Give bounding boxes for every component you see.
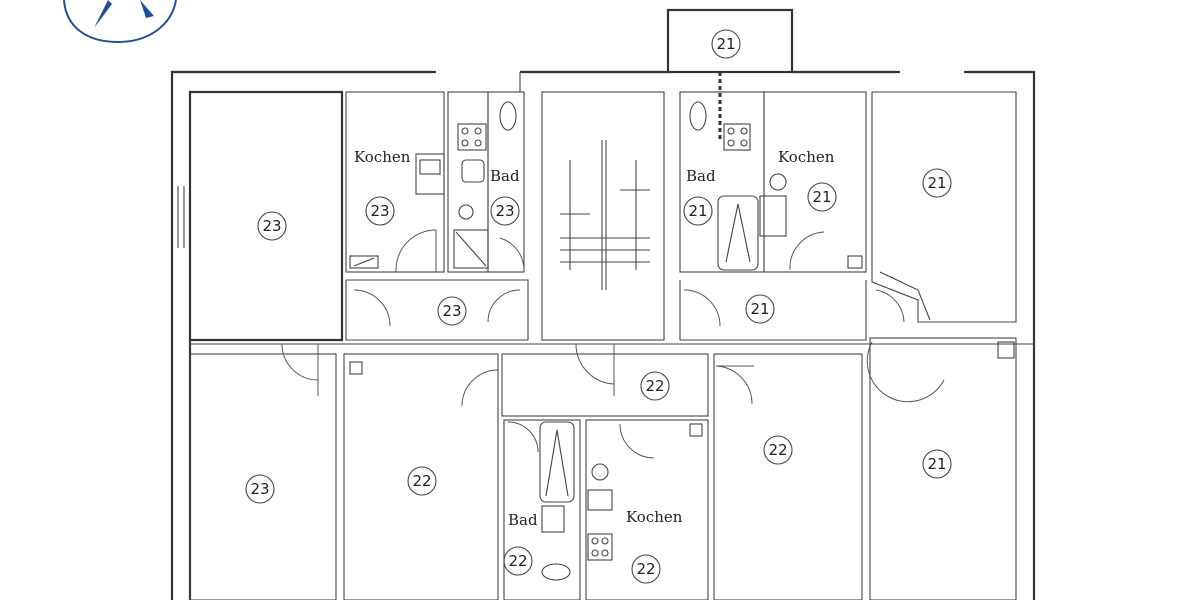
svg-text:23: 23: [370, 202, 389, 220]
svg-text:22: 22: [508, 552, 527, 570]
flat-21-walls: [679, 72, 1017, 403]
svg-text:23: 23: [262, 217, 281, 235]
room-number: 21: [683, 196, 713, 226]
room-number: 21: [922, 168, 952, 198]
svg-text:22: 22: [636, 560, 655, 578]
svg-text:22: 22: [768, 441, 787, 459]
label-kochen: Kochen: [354, 148, 411, 166]
svg-text:21: 21: [812, 188, 831, 206]
room-number-markers: 21 23 23 23 23 23 21 21 21 21 22 22 22 2…: [245, 29, 952, 584]
room-number: 23: [257, 211, 287, 241]
svg-text:21: 21: [927, 174, 946, 192]
room-number: 22: [640, 371, 670, 401]
label-kochen: Kochen: [778, 148, 835, 166]
compass-logo-icon: [63, 0, 177, 44]
room-number: 22: [631, 554, 661, 584]
flat-23-walls: [345, 72, 529, 341]
svg-text:23: 23: [495, 202, 514, 220]
room-number: 21: [922, 449, 952, 479]
svg-text:22: 22: [645, 377, 664, 395]
room-labels: Kochen Bad Kochen Bad Bad Kochen: [354, 148, 835, 529]
room-number: 21: [711, 29, 741, 59]
room-number: 21: [807, 182, 837, 212]
room-number: 23: [245, 474, 275, 504]
svg-text:23: 23: [250, 480, 269, 498]
room-number: 22: [407, 466, 437, 496]
room-number: 22: [503, 546, 533, 576]
room-number: 23: [437, 296, 467, 326]
svg-text:21: 21: [688, 202, 707, 220]
room-number: 21: [745, 294, 775, 324]
svg-text:21: 21: [927, 455, 946, 473]
room-number: 23: [365, 196, 395, 226]
label-kochen: Kochen: [626, 508, 683, 526]
exterior-walls: [170, 8, 1036, 600]
lower-left-rooms: [189, 343, 499, 600]
svg-text:22: 22: [412, 472, 431, 490]
label-bad: Bad: [686, 167, 716, 185]
room-number: 23: [490, 196, 520, 226]
label-bad: Bad: [490, 167, 520, 185]
svg-text:21: 21: [750, 300, 769, 318]
svg-text:21: 21: [716, 35, 735, 53]
lower-middle-flat-22: [501, 343, 709, 600]
lower-right-rooms: [713, 337, 1017, 600]
stairwell: [541, 91, 665, 341]
label-bad: Bad: [508, 511, 538, 529]
svg-text:23: 23: [442, 302, 461, 320]
room-number: 22: [763, 435, 793, 465]
